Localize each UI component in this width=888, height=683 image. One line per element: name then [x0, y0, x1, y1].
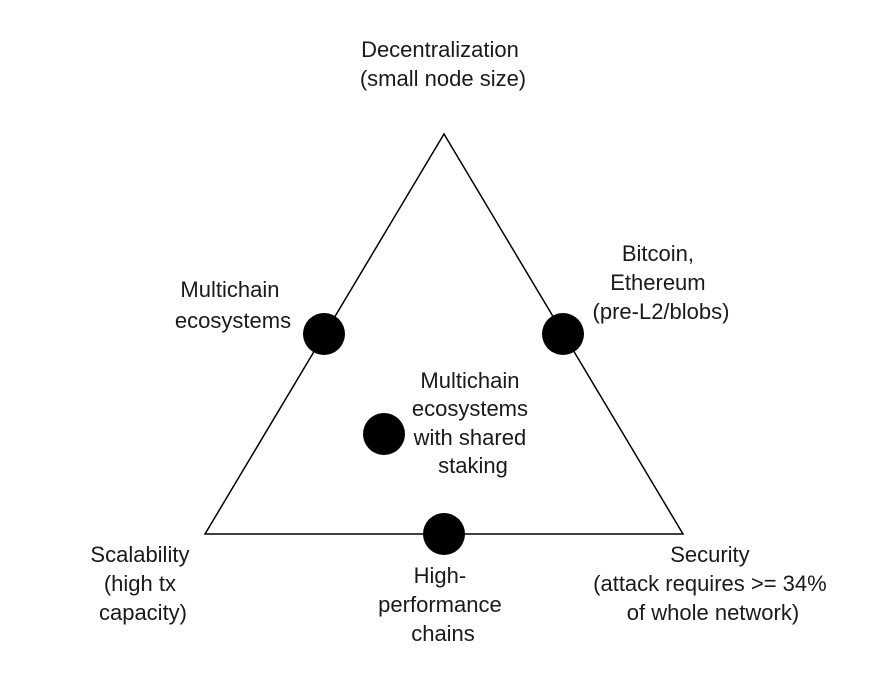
dot-high-performance-chains — [423, 513, 465, 555]
dot-bitcoin-ethereum — [542, 313, 584, 355]
label-shared-staking: Multichain ecosystems with shared stakin… — [412, 368, 534, 478]
label-multichain-ecosystems: Multichain ecosystems — [175, 277, 291, 333]
label-security: Security (attack requires >= 34% of whol… — [593, 542, 833, 625]
label-bitcoin-ethereum: Bitcoin, Ethereum (pre-L2/blobs) — [593, 241, 730, 324]
dot-multichain-ecosystems — [303, 313, 345, 355]
label-high-performance-chains: High- performance chains — [378, 563, 508, 646]
label-decentralization: Decentralization (small node size) — [360, 37, 526, 91]
dot-shared-staking — [363, 413, 405, 455]
label-scalability: Scalability (high tx capacity) — [90, 542, 195, 625]
